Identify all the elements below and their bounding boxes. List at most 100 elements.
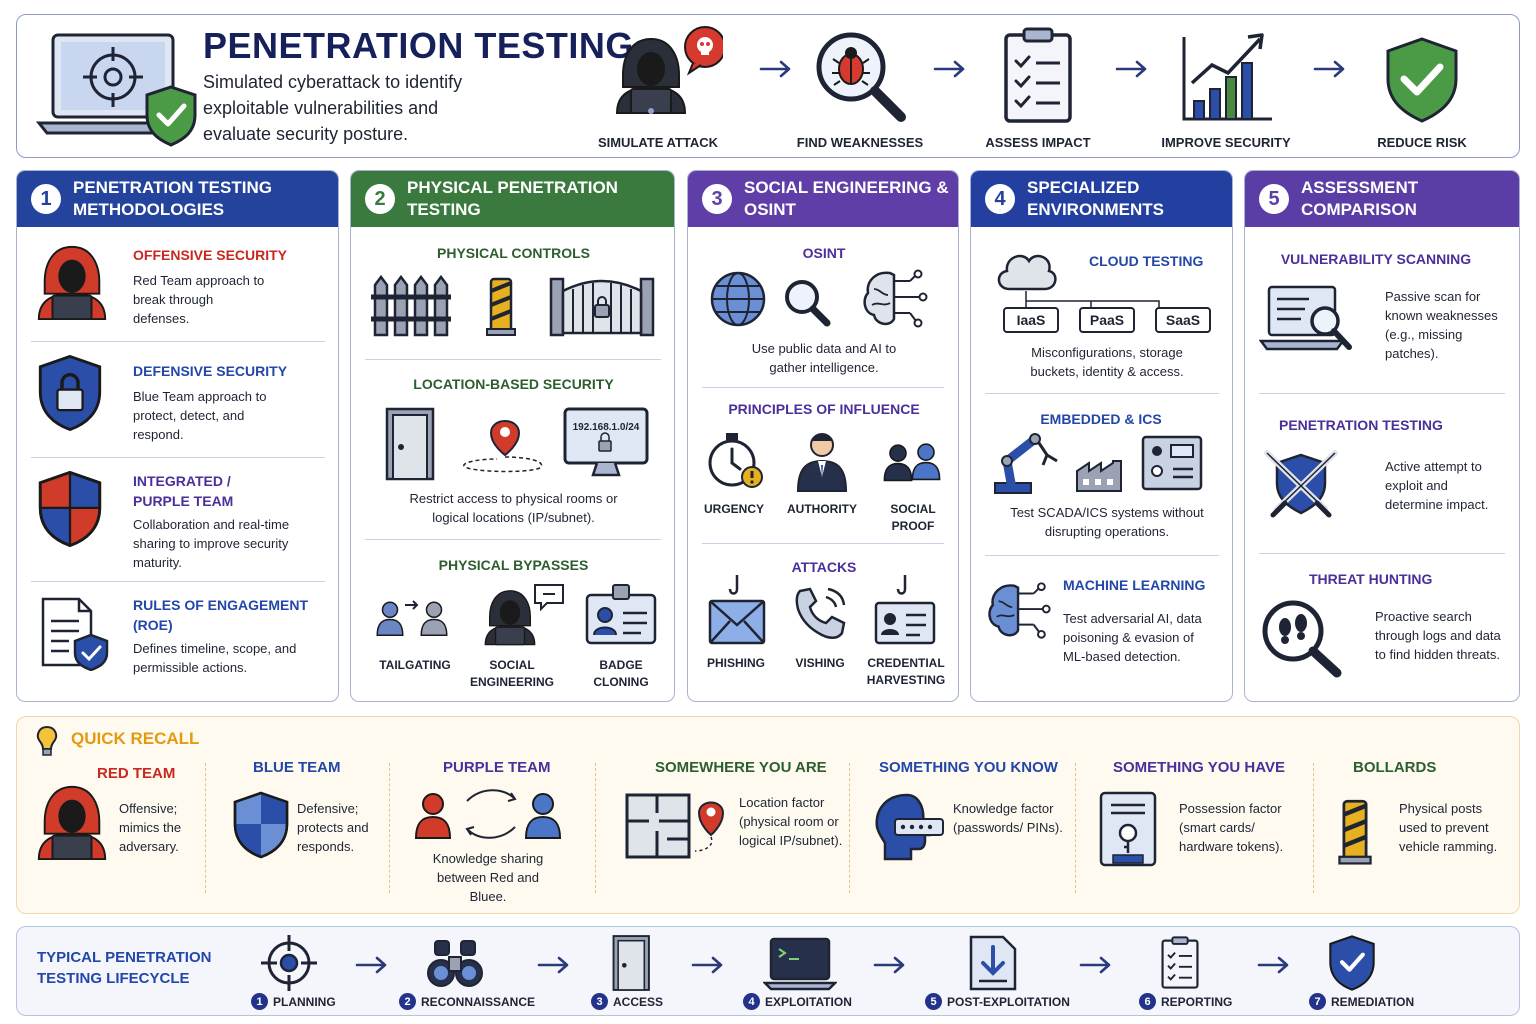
lock-shield-icon	[35, 353, 105, 433]
section-desc: Test adversarial AI, data poisoning & ev…	[1063, 611, 1202, 664]
recall-item-title: PURPLE TEAM	[443, 759, 551, 776]
attack-label: CREDENTIAL HARVESTING	[866, 656, 946, 687]
step-find-weaknesses: FIND WEAKNESSES	[785, 21, 935, 150]
monitor-subnet-icon	[563, 407, 649, 477]
tailgating-icon	[373, 600, 453, 651]
globe-icon	[710, 271, 766, 327]
divider	[849, 763, 850, 893]
binoculars-icon	[427, 940, 483, 987]
section-title: PHYSICAL CONTROLS	[437, 245, 590, 261]
attack-label: PHISHING	[706, 656, 765, 670]
bollard-icon	[486, 277, 516, 336]
section-desc: Test SCADA/ICS systems without disruptin…	[1010, 505, 1204, 539]
arrow-right-icon	[933, 59, 967, 79]
panel-title: PHYSICAL PENETRATION TESTING	[407, 178, 618, 219]
item-title: INTEGRATED / PURPLE TEAM	[133, 473, 234, 509]
shield-check-icon	[1329, 935, 1375, 991]
lightbulb-icon	[36, 725, 58, 756]
panel-title: SOCIAL ENGINEERING & OSINT	[744, 178, 949, 219]
purple-team-shield-icon	[38, 470, 102, 548]
cloud-model-saas: SaaS	[1155, 307, 1211, 333]
recall-item-title: SOMETHING YOU KNOW	[879, 759, 1058, 776]
section-title: OSINT	[802, 245, 846, 261]
divider	[985, 393, 1219, 394]
crossed-swords-shield-icon	[1264, 450, 1338, 518]
social-engineer-icon	[477, 584, 564, 651]
divider	[595, 763, 596, 893]
footprint-magnifier-icon	[1262, 600, 1342, 678]
influence-label: SOCIAL PROOF	[890, 502, 936, 533]
panel-methodologies: 1 PENETRATION TESTING METHODOLOGIES OFFE…	[16, 170, 339, 702]
step-label: REDUCE RISK	[1377, 135, 1467, 150]
cloud-icon	[997, 254, 1057, 291]
subnet-text: 192.168.1.0/24	[572, 422, 640, 433]
panel-header: 2 PHYSICAL PENETRATION TESTING	[351, 171, 674, 227]
recall-item-desc: Physical posts used to prevent vehicle r…	[1399, 801, 1498, 854]
header-banner: PENETRATION TESTING Simulated cyberattac…	[16, 14, 1520, 158]
recall-item-title: SOMETHING YOU HAVE	[1113, 759, 1285, 776]
magnifier-icon	[785, 280, 831, 327]
bypass-label: TAILGATING	[379, 658, 451, 672]
lifecycle-step-post-exploitation: 5 POST-EXPLOITATION	[925, 993, 1070, 1010]
section-title: EMBEDDED & ICS	[1040, 411, 1162, 427]
step-reduce-risk: REDUCE RISK	[1347, 21, 1497, 150]
arrow-right-icon	[1257, 955, 1291, 975]
divider	[31, 457, 325, 458]
checklist-icon	[1004, 27, 1072, 123]
panel-header: 4 SPECIALIZED ENVIRONMENTS	[971, 171, 1232, 227]
divider	[1259, 393, 1505, 394]
recall-item-title: SOMEWHERE YOU ARE	[655, 759, 827, 776]
section-desc: Restrict access to physical rooms or log…	[409, 491, 618, 525]
recall-item-desc: Defensive; protects and responds.	[297, 801, 369, 854]
phishing-email-icon	[708, 575, 766, 645]
recall-item-desc: Knowledge sharing between Red and Bluee.	[432, 851, 544, 904]
panel-number: 2	[365, 184, 395, 214]
divider	[31, 581, 325, 582]
divider	[365, 539, 661, 540]
lifecycle-title: TYPICAL PENETRATION TESTING LIFECYCLE	[37, 949, 212, 987]
red-hacker-icon	[33, 241, 111, 323]
report-checklist-icon	[1161, 936, 1199, 989]
recall-item-title: BLUE TEAM	[253, 759, 341, 776]
recall-item-desc: Knowledge factor (passwords/ PINs).	[953, 801, 1063, 835]
section-title: CLOUD TESTING	[1089, 253, 1204, 269]
terminal-laptop-icon	[763, 937, 837, 991]
ml-brain-icon	[988, 582, 1051, 639]
lifecycle-step-reporting: 6 REPORTING	[1139, 993, 1232, 1010]
step-label: POST-EXPLOITATION	[947, 994, 1070, 1009]
cloud-model-iaas: IaaS	[1003, 307, 1059, 333]
step-label: FIND WEAKNESSES	[796, 135, 924, 150]
item-desc: Defines timeline, scope, and permissible…	[133, 641, 297, 675]
lifecycle-step-access: 3 ACCESS	[591, 993, 663, 1010]
panel-header: 5 ASSESSMENT COMPARISON	[1245, 171, 1519, 227]
step-simulate-attack: SIMULATE ATTACK	[583, 21, 733, 150]
floorplan-pin-icon	[625, 793, 725, 859]
divider	[985, 555, 1219, 556]
divider	[1259, 553, 1505, 554]
item-desc: Collaboration and real-time sharing to i…	[133, 517, 290, 570]
stopwatch-alert-icon	[708, 433, 763, 488]
divider	[365, 359, 661, 360]
item-title: THREAT HUNTING	[1309, 571, 1433, 587]
page-subtitle: Simulated cyberattack to identify exploi…	[203, 72, 463, 144]
download-document-icon	[969, 935, 1017, 991]
step-number: 6	[1139, 993, 1156, 1010]
step-number: 3	[591, 993, 608, 1010]
hacker-icon	[593, 26, 723, 114]
credential-harvest-icon	[874, 575, 936, 645]
item-desc: Active attempt to exploit and determine …	[1385, 459, 1489, 512]
red-hacker-icon	[33, 781, 111, 863]
lifecycle-step-reconnaissance: 2 RECONNAISSANCE	[399, 993, 535, 1010]
page-title: PENETRATION TESTING	[203, 25, 634, 66]
panel-header: 3 SOCIAL ENGINEERING & OSINT	[688, 171, 958, 227]
step-label: REPORTING	[1161, 994, 1233, 1009]
step-label: EXPLOITATION	[765, 994, 852, 1009]
bollard-icon	[1338, 799, 1372, 865]
panel-specialized-environments: 4 SPECIALIZED ENVIRONMENTS CLOUD TESTING…	[970, 170, 1233, 702]
attack-label: VISHING	[795, 656, 845, 670]
lifecycle-step-planning: 1 PLANNING	[251, 993, 336, 1010]
panel-header: 1 PENETRATION TESTING METHODOLOGIES	[17, 171, 338, 227]
gate-lock-icon	[549, 277, 655, 337]
item-title: RULES OF ENGAGEMENT (RoE)	[133, 597, 309, 633]
step-number: 7	[1309, 993, 1326, 1010]
